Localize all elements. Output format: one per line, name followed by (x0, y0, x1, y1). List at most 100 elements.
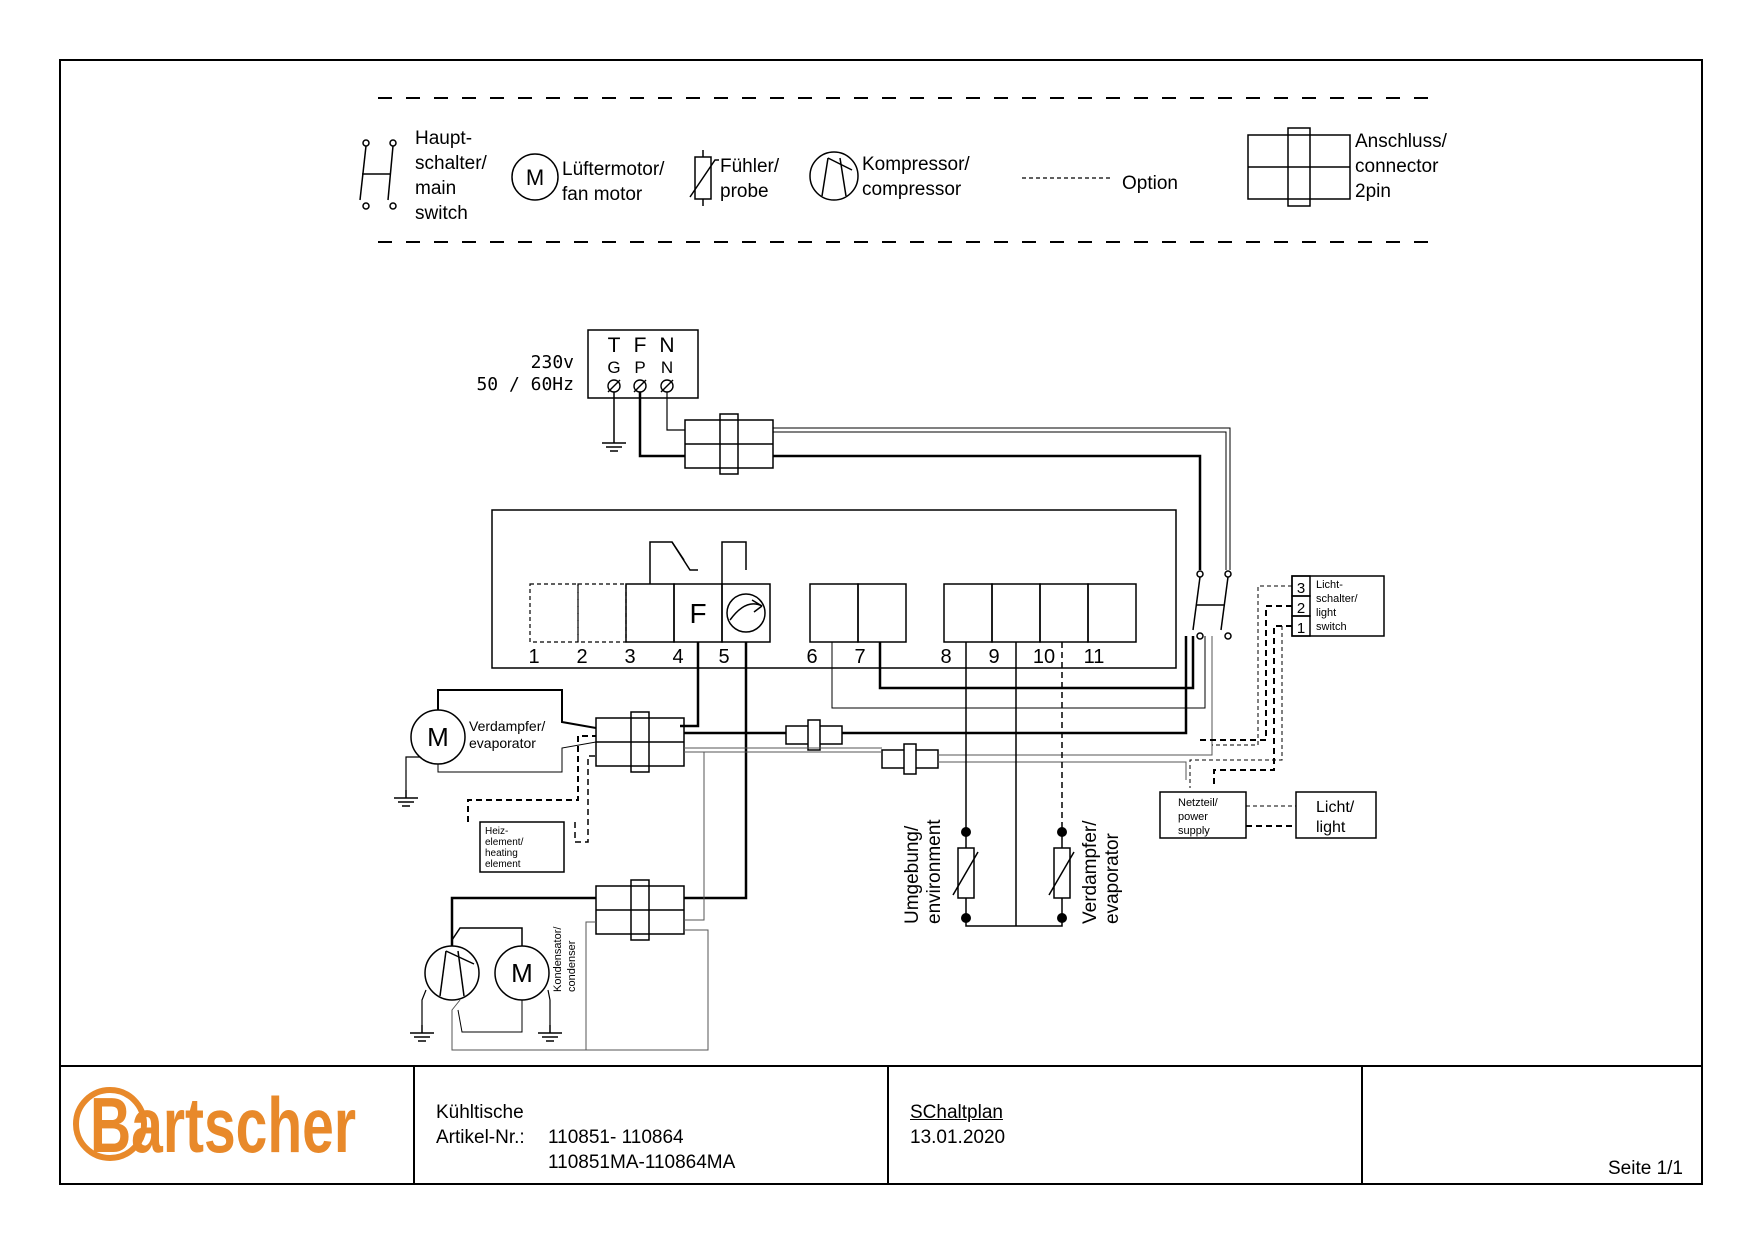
compressor-label-1: Kompressor/ (862, 154, 970, 175)
heating-element-label-1: Heiz- (485, 826, 508, 837)
heating-element-label-3: heating (485, 848, 518, 859)
compressor-icon (809, 151, 859, 201)
light-switch-pin-2: 2 (1297, 600, 1305, 617)
connector-label-1: Anschluss/ (1355, 131, 1448, 152)
connector-label-2: connector (1355, 156, 1439, 177)
supply-frequency: 50 / 60Hz (476, 374, 574, 395)
light-switch-pin-1: 1 (1297, 620, 1305, 637)
power-supply-label-1: Netzteil/ (1178, 797, 1219, 809)
evap-probe-label-2: evaporator (1102, 832, 1123, 924)
env-probe-label-2: environment (924, 819, 945, 924)
heating-element-box (479, 821, 565, 873)
evap-probe-icon (1048, 832, 1075, 916)
supply-top-label-n: N (659, 334, 674, 357)
light-switch-label-4: switch (1316, 621, 1347, 633)
controller-housing (491, 509, 1177, 669)
inline-connector-2 (881, 743, 939, 775)
connector-icon (1247, 127, 1351, 207)
env-probe-label-1: Umgebung/ (902, 825, 923, 924)
fan-motor-label-1: Lüftermotor/ (562, 159, 665, 180)
supply-terminal-box (587, 329, 699, 399)
connector-label-3: 2pin (1355, 181, 1391, 202)
light-switch-label-1: Licht- (1316, 579, 1343, 591)
fan-motor-symbol: M (526, 165, 544, 190)
supply-top-label-f: F (634, 334, 647, 357)
light-switch-label-3: light (1316, 607, 1336, 619)
main-switch-icon (359, 139, 397, 210)
env-probe-icon (952, 832, 979, 916)
evap-probe-label-1: Verdampfer/ (1080, 820, 1101, 924)
controller-compressor-icon (726, 593, 766, 633)
article-numbers-2: 110851MA-110864MA (548, 1152, 736, 1173)
power-supply-label-3: supply (1178, 825, 1210, 837)
fan-motor-icon (511, 153, 559, 201)
document-type: SChaltplan (910, 1102, 1003, 1123)
terminal-10: 10 (1033, 646, 1055, 668)
terminal-9: 9 (988, 646, 999, 668)
article-numbers-1: 110851- 110864 (548, 1127, 684, 1148)
power-supply-box (1159, 791, 1247, 839)
bartscher-logo: Bartscher (73, 1081, 356, 1169)
compressor-icon-circuit (424, 945, 480, 1001)
terminal-11: 11 (1084, 646, 1105, 668)
light-label-2: light (1316, 819, 1346, 836)
probe-label-1: Fühler/ (720, 156, 780, 177)
ground-icon-compressor (409, 1024, 435, 1042)
circuit-main-switch-icon (1192, 570, 1232, 640)
terminal-8: 8 (940, 646, 951, 668)
outer-frame (59, 59, 1703, 1185)
compressor-label-2: compressor (862, 179, 962, 200)
main-switch-label-3: main (415, 178, 456, 199)
legend: Haupt- schalter/ main switch M Lüftermot… (359, 97, 1448, 243)
fan-motor-label-2: fan motor (562, 184, 643, 205)
main-switch-label-4: switch (415, 203, 468, 224)
article-label: Artikel-Nr.: (436, 1127, 525, 1148)
light-box (1295, 791, 1377, 839)
heating-element-label-2: element/ (485, 837, 524, 848)
supply-terminal: T F N G P N 230v 50 / 60Hz (476, 329, 699, 399)
heating-element-label-4: element (485, 859, 521, 870)
inline-connector-1 (785, 719, 843, 751)
terminal-5: 5 (718, 646, 729, 668)
page-number: Seite 1/1 (1608, 1158, 1683, 1179)
main-switch-label-2: schalter/ (415, 153, 488, 174)
condenser-fan-m: M (511, 958, 533, 988)
terminal-1: 1 (528, 646, 539, 668)
condenser-label-1: Kondensator/ (552, 926, 564, 992)
main-switch-label-1: Haupt- (415, 128, 472, 149)
product-name: Kühltische (436, 1102, 524, 1123)
supply-top-label-t: T (608, 334, 621, 357)
evaporator-fan-label-1: Verdampfer/ (469, 718, 545, 734)
supply-bottom-label-n2: N (661, 358, 673, 377)
supply-voltage: 230v (531, 352, 574, 373)
light-switch-pin-3: 3 (1297, 580, 1305, 597)
compressor-connector (595, 879, 685, 941)
ground-icon (601, 434, 627, 452)
ground-icon-condenser (537, 1024, 563, 1042)
document-date: 13.01.2020 (910, 1127, 1006, 1148)
terminal-2: 2 (576, 646, 587, 668)
terminal-4: 4 (672, 646, 683, 668)
supply-bottom-label-g: G (607, 358, 620, 377)
logo-text: Bartscher (90, 1081, 356, 1169)
condenser-label-2: condenser (566, 940, 578, 992)
terminal-6: 6 (806, 646, 817, 668)
relay-f-label: F (689, 598, 706, 629)
controller-terminal-labels: 1 2 3 4 5 6 7 8 9 10 11 (528, 646, 1104, 668)
controller-relays (529, 541, 1137, 643)
supply-screw-terminals (607, 379, 674, 393)
evaporator-connector (595, 711, 685, 773)
probe-label-2: probe (720, 181, 769, 202)
evaporator-fan-label-2: evaporator (469, 735, 536, 751)
supply-bottom-label-p: P (634, 358, 645, 377)
power-supply-label-2: power (1178, 811, 1208, 823)
light-switch-label-2: schalter/ (1316, 593, 1359, 605)
light-label-1: Licht/ (1316, 799, 1355, 816)
mains-connector (684, 413, 774, 475)
terminal-7: 7 (854, 646, 865, 668)
option-label: Option (1122, 173, 1178, 194)
terminal-3: 3 (624, 646, 635, 668)
evaporator-fan-m: M (427, 722, 449, 752)
ground-icon-evaporator (393, 789, 419, 807)
